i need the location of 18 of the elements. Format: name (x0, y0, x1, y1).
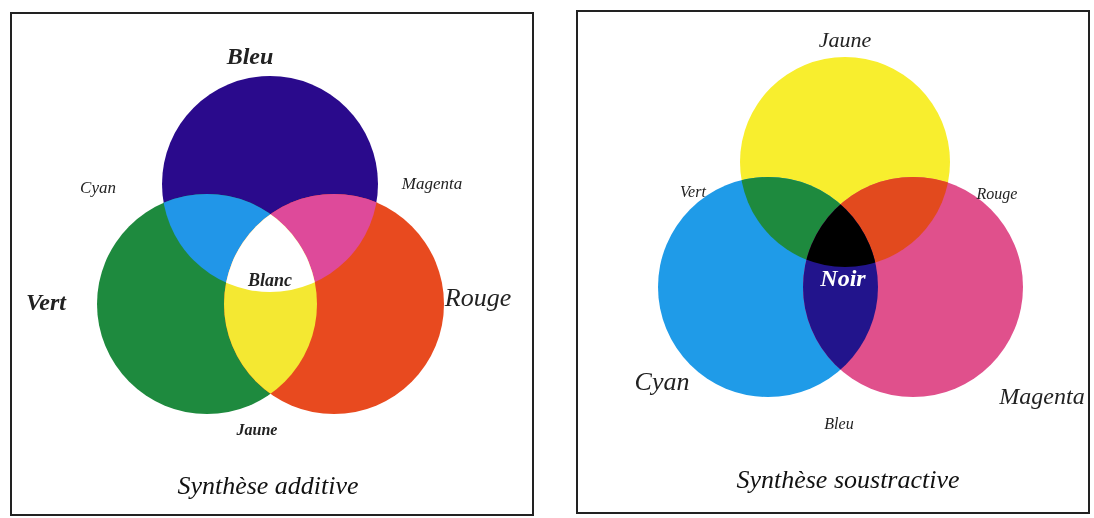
color-name: Vert (680, 183, 706, 201)
color-name: Jaune (236, 421, 278, 439)
panel-caption: Synthèse additive (177, 471, 359, 501)
color-name: Magenta (401, 174, 463, 194)
color-name: Cyan (80, 178, 116, 198)
diagram-panel (576, 10, 1090, 514)
color-name: Rouge (976, 185, 1018, 203)
diagram-panel (10, 12, 534, 516)
color-name: Noir (820, 264, 866, 292)
color-name: Vert (26, 288, 66, 316)
color-name: Blanc (248, 269, 292, 291)
color-name: Jaune (818, 27, 872, 53)
panel-caption: Synthèse soustractive (736, 465, 960, 495)
color-name: Cyan (634, 367, 690, 397)
color-name: Rouge (444, 283, 512, 313)
color-name: Bleu (824, 415, 854, 433)
color-name: Magenta (999, 382, 1085, 410)
color-name: Bleu (226, 42, 274, 70)
